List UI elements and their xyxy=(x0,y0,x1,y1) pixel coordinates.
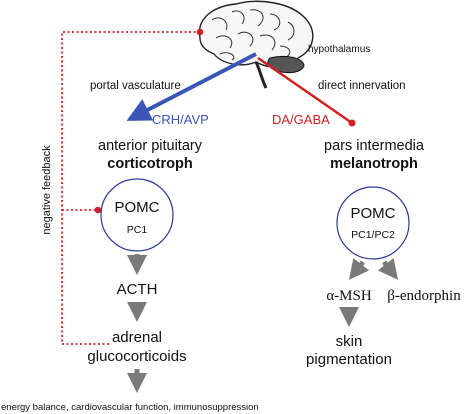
portal-vasculature-label: portal vasculature xyxy=(90,80,181,92)
melanotroph-label: melanotroph xyxy=(330,156,418,172)
da-gaba-label: DA/GABA xyxy=(272,112,330,127)
feedback-dot-pituitary xyxy=(94,206,102,214)
corticotroph-cell xyxy=(100,178,174,252)
adrenal-label: adrenal xyxy=(112,329,162,346)
da-gaba-arrow xyxy=(257,56,353,125)
feedback-dot-brain xyxy=(196,28,204,36)
outcomes-label: energy balance, cardiovascular function,… xyxy=(1,402,259,413)
negative-feedback-label: negative feedback xyxy=(41,145,53,235)
negative-feedback-loop xyxy=(61,31,200,345)
glucocorticoids-label: glucocorticoids xyxy=(87,348,186,365)
crh-avp-label: CRH/AVP xyxy=(152,112,209,127)
pars-intermedia-label: pars intermedia xyxy=(324,138,425,154)
melanotroph-cell xyxy=(336,186,410,260)
alpha-msh-label: α-MSH xyxy=(326,288,372,304)
pigmentation-label: pigmentation xyxy=(306,351,392,368)
direct-innervation-label: direct innervation xyxy=(318,80,406,92)
corticotroph-label: corticotroph xyxy=(107,156,192,172)
da-gaba-end-dot xyxy=(348,119,356,127)
melanotroph-pc-label: PC1/PC2 xyxy=(351,229,395,241)
brain-illustration-icon xyxy=(198,0,314,89)
corticotroph-pc-label: PC1 xyxy=(127,224,148,236)
corticotroph-pomc-label: POMC xyxy=(115,199,160,216)
anterior-pituitary-label: anterior pituitary xyxy=(98,138,203,154)
crh-avp-arrow xyxy=(126,52,257,121)
hypothalamus-label: hypothalamus xyxy=(308,44,370,55)
melanotroph-pomc-label: POMC xyxy=(351,205,396,222)
pomc-to-alpha-msh-arrow xyxy=(348,258,370,280)
acth-label: ACTH xyxy=(117,281,158,298)
pomc-to-beta-endorphin-arrow xyxy=(377,258,399,280)
beta-endorphin-label: β-endorphin xyxy=(387,288,461,304)
skin-label: skin xyxy=(336,333,363,350)
